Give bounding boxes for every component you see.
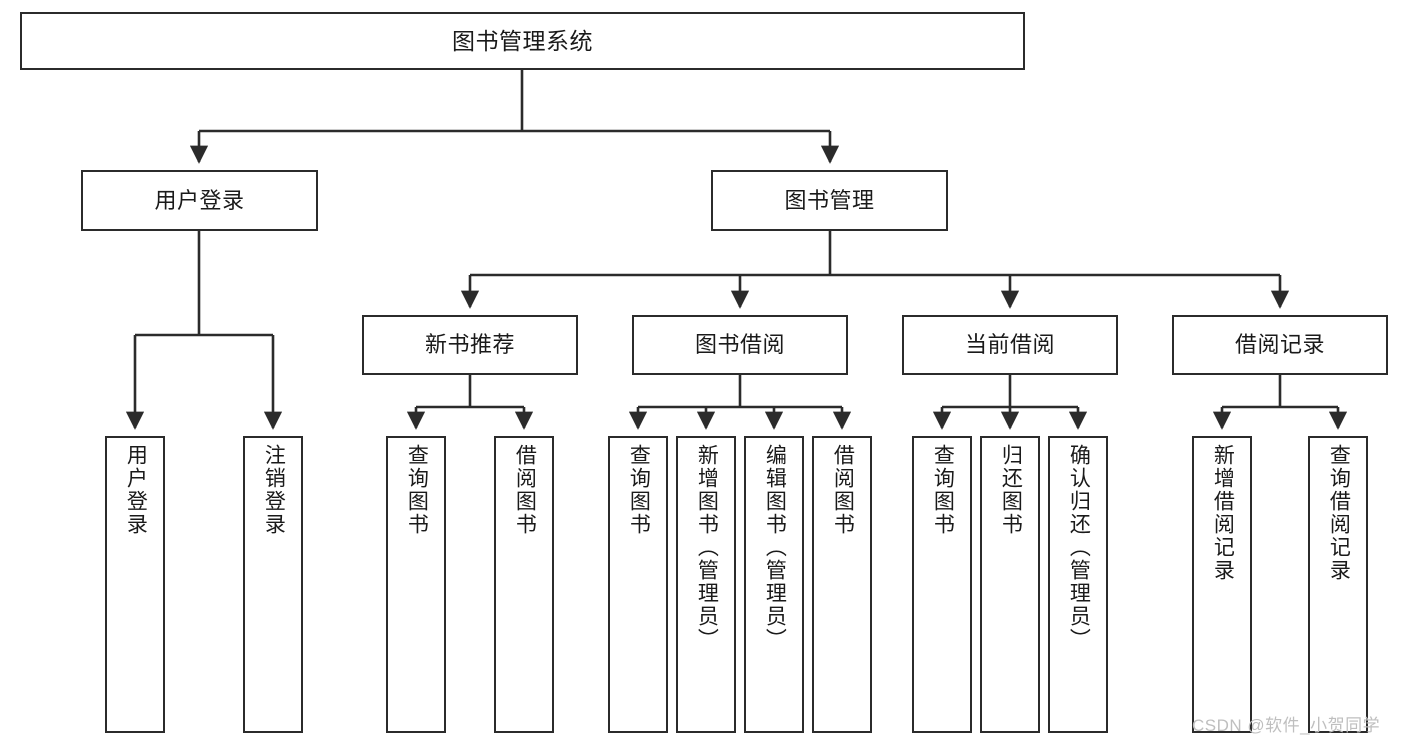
csdn-watermark: CSDN @软件_小贺同学 — [1192, 716, 1381, 735]
node-new-book-recommend-label: 新书推荐 — [424, 332, 515, 358]
leaf-query-borrow-record-label: 查询借阅记录 — [1327, 444, 1351, 582]
node-new-book-recommend[interactable]: 新书推荐 — [362, 315, 578, 375]
leaf-return-book[interactable]: 归还图书 — [980, 436, 1040, 733]
node-borrow-record[interactable]: 借阅记录 — [1172, 315, 1388, 375]
node-book-manage-label: 图书管理 — [784, 187, 875, 213]
leaf-borrow-book-recommend[interactable]: 借阅图书 — [494, 436, 554, 733]
leaf-query-book-borrow-label: 查询图书 — [627, 444, 651, 536]
leaf-confirm-return-label: 确认归还（管理员） — [1067, 444, 1091, 651]
leaf-query-book-recommend[interactable]: 查询图书 — [386, 436, 446, 733]
leaf-logout[interactable]: 注销登录 — [243, 436, 303, 733]
leaf-confirm-return[interactable]: 确认归还（管理员） — [1048, 436, 1108, 733]
leaf-borrow-book-recommend-label: 借阅图书 — [513, 444, 537, 536]
leaf-edit-book-label: 编辑图书（管理员） — [763, 444, 787, 651]
leaf-logout-label: 注销登录 — [262, 444, 286, 536]
leaf-query-book-borrow[interactable]: 查询图书 — [608, 436, 668, 733]
node-borrow-record-label: 借阅记录 — [1234, 332, 1325, 358]
node-current-borrow-label: 当前借阅 — [964, 332, 1055, 358]
node-root-system[interactable]: 图书管理系统 — [20, 12, 1025, 70]
leaf-add-borrow-record[interactable]: 新增借阅记录 — [1192, 436, 1252, 733]
leaf-return-book-label: 归还图书 — [999, 444, 1023, 536]
leaf-query-borrow-record[interactable]: 查询借阅记录 — [1308, 436, 1368, 733]
node-user-login-label: 用户登录 — [154, 187, 245, 213]
node-book-borrow-label: 图书借阅 — [694, 332, 785, 358]
node-current-borrow[interactable]: 当前借阅 — [902, 315, 1118, 375]
leaf-query-book-current-label: 查询图书 — [931, 444, 955, 536]
node-user-login[interactable]: 用户登录 — [81, 170, 318, 231]
node-book-borrow[interactable]: 图书借阅 — [632, 315, 848, 375]
leaf-add-book-label: 新增图书（管理员） — [695, 444, 719, 651]
leaf-user-login-label: 用户登录 — [124, 444, 148, 536]
leaf-user-login[interactable]: 用户登录 — [105, 436, 165, 733]
leaf-query-book-recommend-label: 查询图书 — [405, 444, 429, 536]
leaf-add-book[interactable]: 新增图书（管理员） — [676, 436, 736, 733]
leaf-query-book-current[interactable]: 查询图书 — [912, 436, 972, 733]
leaf-edit-book[interactable]: 编辑图书（管理员） — [744, 436, 804, 733]
leaf-borrow-book-borrow[interactable]: 借阅图书 — [812, 436, 872, 733]
leaf-borrow-book-borrow-label: 借阅图书 — [831, 444, 855, 536]
node-root-system-label: 图书管理系统 — [452, 27, 593, 54]
node-book-manage[interactable]: 图书管理 — [711, 170, 948, 231]
leaf-add-borrow-record-label: 新增借阅记录 — [1211, 444, 1235, 582]
